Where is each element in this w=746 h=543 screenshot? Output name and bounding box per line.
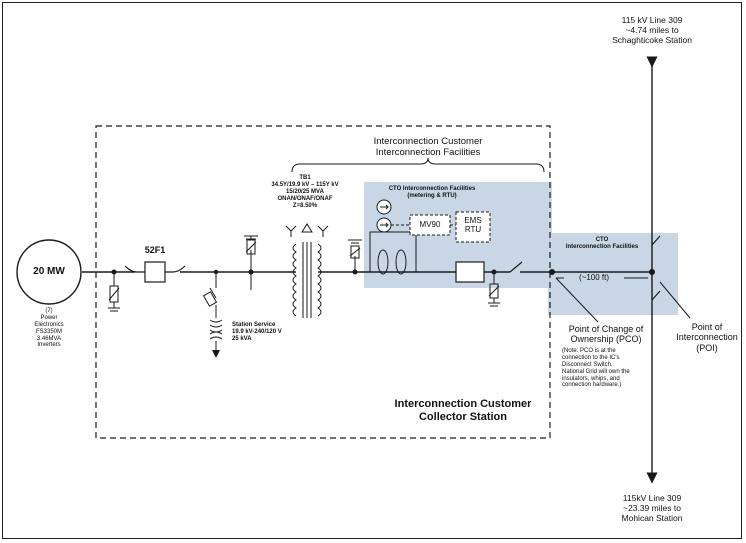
surge-arrester-2 [244, 235, 258, 290]
pco-node [549, 269, 555, 275]
transformer-tb1 [285, 223, 329, 318]
ems-rtu-label: EMS RTU [464, 216, 482, 235]
inverters-label: (7) Power Electronics FS3350M 3.46MVA In… [34, 308, 64, 349]
cto-facilities-label: CTO Interconnection Facilities [565, 237, 639, 250]
current-transformers [369, 231, 417, 275]
distance-label: (~100 ft) [578, 273, 609, 282]
surge-arrester-4 [488, 269, 500, 307]
collector-station-boundary [95, 125, 551, 439]
cto-metering-label: CTO Interconnection Facilities (metering… [388, 186, 476, 199]
ems-rtu-box [455, 211, 491, 243]
bottom-line-label: 115kV Line 309 ~23.39 miles to Mohican S… [621, 493, 683, 523]
surge-arrester-3 [348, 239, 362, 275]
pco-note: (Note: PCO is at the connection to the I… [562, 348, 630, 389]
poi-node [649, 269, 655, 275]
poi-leader [659, 281, 691, 319]
poi-label: Point of Interconnection (POI) [676, 322, 738, 353]
meter-symbols [376, 199, 456, 233]
top-line-label: 115 kV Line 309 ~4.74 miles to Schaghtic… [612, 15, 692, 45]
collector-station-label: Interconnection Customer Collector Stati… [394, 398, 532, 423]
generator-label: 20 MW [33, 266, 65, 277]
ic-disconnect-switch [509, 261, 523, 273]
pco-label: Point of Change of Ownership (PCO) [568, 324, 644, 345]
series-element-box [455, 261, 485, 283]
station-service-label: Station Service 19.9 kV-240/120 V 25 kVA [232, 322, 282, 342]
ic-facilities-bracket [291, 157, 545, 173]
pco-leader [555, 277, 599, 323]
mv90-box [409, 214, 451, 236]
generator-symbol [16, 239, 82, 305]
mv90-label: MV90 [419, 220, 441, 229]
poi-switches [651, 235, 661, 301]
transformer-label: TB1 34.5Y/19.9 kV – 115Y kV 15/20/25 MVA… [271, 175, 339, 209]
ic-facilities-label: Interconnection Customer Interconnection… [373, 136, 483, 158]
breaker-52f1 [124, 261, 186, 283]
surge-arrester-1 [108, 269, 120, 312]
breaker-label: 52F1 [144, 245, 166, 255]
station-service-branch [202, 272, 223, 358]
